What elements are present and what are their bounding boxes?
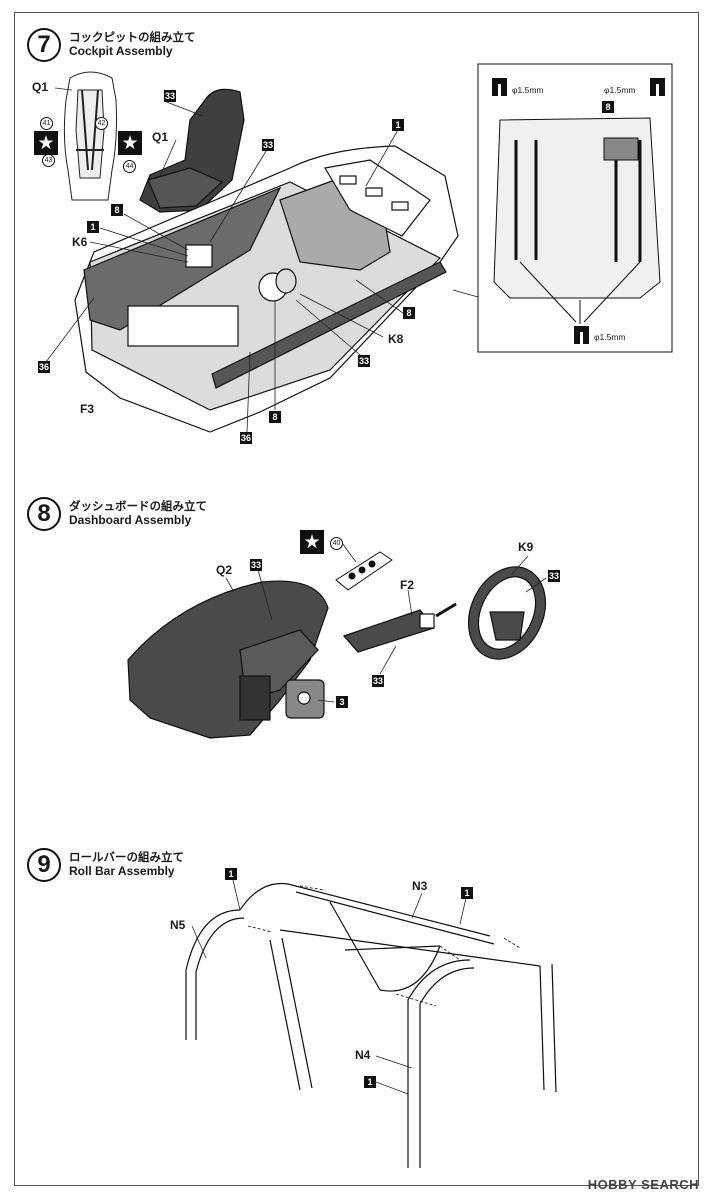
decal-star-icon: ★ <box>300 530 324 554</box>
part-n4-label: N4 <box>355 1048 371 1062</box>
page-frame <box>14 12 699 1186</box>
part-n3-label: N3 <box>412 879 428 893</box>
decal-41-marker: 41 <box>40 117 53 130</box>
steering-wheel-drawing <box>467 566 547 660</box>
hobby-search-watermark: HOBBY SEARCH <box>587 1177 699 1192</box>
decal-42-marker: 42 <box>95 117 108 130</box>
color-33-badge: 33 <box>358 355 370 367</box>
color-1-badge: 1 <box>225 868 237 880</box>
floor-inset <box>477 63 673 353</box>
part-k8-label: K8 <box>388 332 404 346</box>
step-7-title-jp: コックピットの組み立て <box>69 30 196 45</box>
color-1-badge: 1 <box>87 221 99 233</box>
step-9-arrows <box>247 885 521 1007</box>
part-f3-label: F3 <box>80 402 95 416</box>
switch-panel-drawing <box>335 551 393 591</box>
color-33-badge: 33 <box>164 90 176 102</box>
color-1-badge: 1 <box>461 887 473 899</box>
cockpit-tub-drawing <box>74 145 459 433</box>
step-8-number: 8 <box>27 497 61 531</box>
color-33-badge: 33 <box>262 139 274 151</box>
step-7-title-en: Cockpit Assembly <box>69 43 173 58</box>
step-8-header: 8 ダッシュボードの組み立て Dashboard Assembly <box>27 497 207 531</box>
drill-icon <box>492 78 507 96</box>
step-9-title-en: Roll Bar Assembly <box>69 863 175 878</box>
decal-40-marker: 40 <box>330 537 343 550</box>
color-1-badge: 1 <box>392 119 404 131</box>
decal-star-icon: ★ <box>118 131 142 155</box>
part-q1-small-label: Q1 <box>32 80 49 94</box>
drill-size-label: φ1.5mm <box>512 85 544 95</box>
step-8-leader-lines <box>225 542 547 703</box>
part-q1-label: Q1 <box>152 130 169 144</box>
color-1-badge: 1 <box>364 1076 376 1088</box>
decal-star-icon: ★ <box>34 131 58 155</box>
steering-column-drawing <box>342 602 457 653</box>
dashboard-drawing <box>127 580 329 739</box>
step-7-header: 7 コックピットの組み立て Cockpit Assembly <box>27 28 196 62</box>
part-f2-label: F2 <box>400 578 415 592</box>
color-3-badge: 3 <box>336 696 348 708</box>
seat-q1-drawing <box>139 88 245 213</box>
step-9-number: 9 <box>27 848 61 882</box>
color-8-badge: 8 <box>111 204 123 216</box>
step-7-leader-lines <box>45 87 479 433</box>
color-8-badge: 8 <box>269 411 281 423</box>
color-33-badge: 33 <box>250 559 262 571</box>
drill-icon <box>574 326 589 344</box>
color-8-badge: 8 <box>403 307 415 319</box>
step-8-title-jp: ダッシュボードの組み立て <box>69 499 207 514</box>
step-9-title-jp: ロールバーの組み立て <box>69 850 184 865</box>
decal-44-marker: 44 <box>123 160 136 173</box>
decal-43-marker: 43 <box>42 154 55 167</box>
roll-bar-drawing <box>185 882 557 1168</box>
color-8-badge: 8 <box>602 101 614 113</box>
color-33-badge: 33 <box>372 675 384 687</box>
part-k9-label: K9 <box>518 540 534 554</box>
small-seat-drawing <box>63 71 117 201</box>
drill-size-label: φ1.5mm <box>594 332 626 342</box>
step-9-header: 9 ロールバーの組み立て Roll Bar Assembly <box>27 848 184 882</box>
color-36-badge: 36 <box>38 361 50 373</box>
drill-size-label: φ1.5mm <box>604 85 636 95</box>
part-n5-label: N5 <box>170 918 186 932</box>
step-9-leader-lines <box>191 879 467 1095</box>
part-q2-label: Q2 <box>216 563 233 577</box>
step-8-title-en: Dashboard Assembly <box>69 512 192 527</box>
drill-icon <box>650 78 665 96</box>
part-k6-label: K6 <box>72 235 88 249</box>
color-33-badge: 33 <box>548 570 560 582</box>
color-36-badge: 36 <box>240 432 252 444</box>
step-7-number: 7 <box>27 28 61 62</box>
